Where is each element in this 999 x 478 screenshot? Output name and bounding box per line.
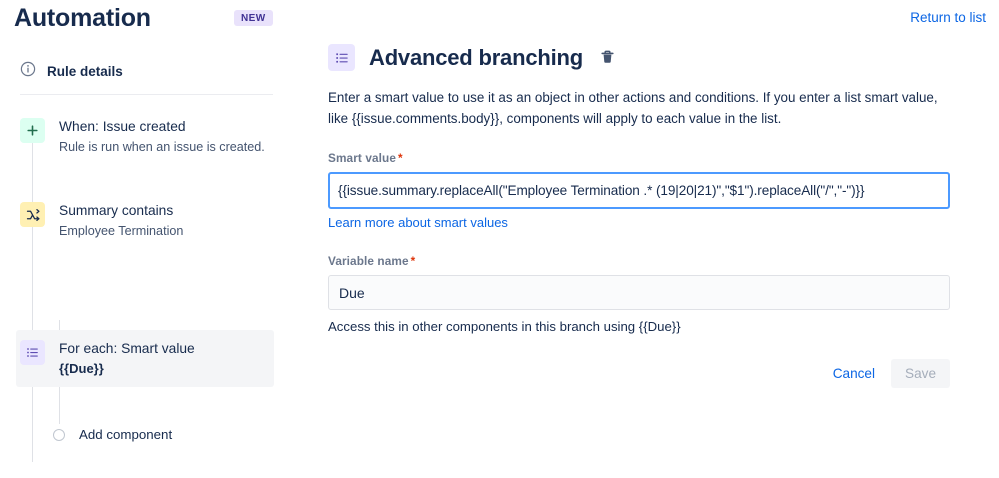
node-subtitle: Rule is run when an issue is created. [59,140,265,154]
add-component-branch-button[interactable]: Add component [53,427,172,442]
plus-icon [20,118,45,143]
node-title: Summary contains [59,203,174,218]
learn-more-smart-values-link[interactable]: Learn more about smart values [328,215,508,230]
variable-name-input[interactable] [328,275,950,310]
panel-title: Advanced branching [369,44,583,70]
component-detail-panel: Advanced branching Enter a smart value t… [328,44,968,388]
page-title: Automation [14,4,151,32]
sidebar-divider [20,94,273,95]
list-icon [20,340,45,365]
variable-name-helper-text: Access this in other components in this … [328,319,681,334]
node-subtitle: {{Due}} [59,361,104,376]
panel-header: Advanced branching [328,44,968,71]
rule-details-label: Rule details [47,64,123,79]
cancel-button[interactable]: Cancel [825,360,883,387]
node-title: When: Issue created [59,119,186,134]
smart-value-label-text: Smart value [328,151,396,165]
variable-name-label: Variable name* [328,254,968,268]
list-icon [328,44,355,71]
connector-rail-main [32,122,33,462]
smart-value-label: Smart value* [328,151,968,165]
branch-icon [20,202,45,227]
smart-value-input[interactable] [328,172,950,209]
variable-name-label-text: Variable name [328,254,409,268]
node-subtitle: Employee Termination [59,224,184,238]
add-component-label: Add component [79,427,173,442]
trash-icon[interactable] [599,49,616,66]
required-marker: * [397,151,403,165]
sidebar-node-summary-contains[interactable]: Summary contains Employee Termination [20,202,183,239]
sidebar-node-when-issue-created[interactable]: When: Issue created Rule is run when an … [20,118,265,155]
rule-component-sidebar: Rule details When: Issue created Rule is… [0,50,300,478]
info-icon [20,61,36,82]
panel-description: Enter a smart value to use it as an obje… [328,90,938,126]
required-marker: * [410,254,416,268]
circle-icon [53,428,65,441]
save-button[interactable]: Save [891,359,950,388]
return-to-list-link[interactable]: Return to list [910,10,986,25]
new-badge: NEW [234,10,273,26]
node-title: For each: Smart value [59,341,195,356]
form-actions: Cancel Save [328,359,950,388]
sidebar-item-rule-details[interactable]: Rule details [20,61,123,82]
sidebar-node-for-each-smart-value[interactable]: For each: Smart value {{Due}} [16,330,274,387]
